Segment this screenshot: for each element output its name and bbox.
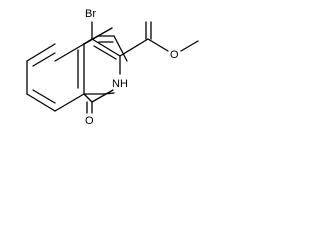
bond-o-methyl bbox=[180, 40, 199, 52]
bromine-label: Br bbox=[85, 8, 96, 20]
bond-benzene-4 bbox=[26, 93, 56, 112]
bond-benzene-inner-b bbox=[32, 89, 56, 104]
bond-carbonyl-o-single bbox=[147, 38, 169, 52]
ester-group bbox=[119, 21, 199, 57]
ring-nitrogen-label: NH bbox=[112, 78, 128, 90]
structure-canvas: Br NH O O bbox=[26, 8, 199, 127]
bond-c1-c8a-main bbox=[83, 93, 93, 103]
bond-c4-c3-main bbox=[91, 38, 121, 57]
ester-oxygen-label: O bbox=[170, 49, 179, 61]
bond-n-c1 bbox=[91, 89, 114, 103]
bond-benzene-3 bbox=[54, 93, 85, 112]
carbonyl-oxygen-label: O bbox=[85, 115, 94, 127]
isoquinolinone-core bbox=[83, 21, 121, 114]
bond-c3-n2 bbox=[113, 35, 128, 62]
bond-benzene-1 bbox=[54, 43, 85, 62]
bond-c3-carbonyl bbox=[119, 38, 149, 57]
bond-benzene-inner-a bbox=[32, 52, 56, 67]
bond-benzene-6 bbox=[26, 43, 56, 62]
bond-c4-c4a-main bbox=[83, 38, 93, 45]
benzene-ring bbox=[26, 43, 85, 112]
bond-c4-c3-main-double bbox=[93, 45, 117, 60]
